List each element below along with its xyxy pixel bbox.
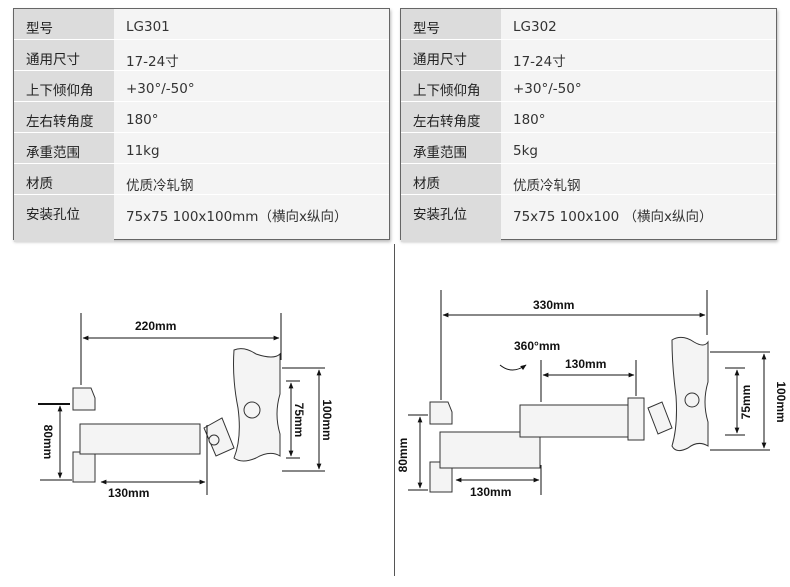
table-row: 承重范围 11kg [14,133,389,164]
arm-drawing [429,336,709,493]
row-label: 安装孔位 [401,195,501,242]
table-row: 安装孔位 75x75 100x100 （横向x纵向） [401,195,776,242]
wall-height-label: 80mm [41,425,55,460]
row-label: 型号 [401,9,501,39]
arm-length-upper-label: 130mm [565,357,606,371]
divider [394,244,395,576]
row-value: 5kg [513,143,538,159]
row-label: 通用尺寸 [401,40,501,70]
row-value: 17-24寸 [126,54,179,70]
row-label: 型号 [14,9,114,39]
vesa-small-label: 75mm [292,403,306,438]
vesa-small-label: 75mm [739,385,753,420]
lg301-dimension-diagram: 220mm 130mm 80mm 75mm 100mm [38,313,334,500]
rotation-label: 360°mm [514,339,560,353]
vesa-large-label: 100mm [774,381,788,422]
table-row: 安装孔位 75x75 100x100mm（横向x纵向） [14,195,389,242]
lg302-dimension-diagram: 330mm 360°mm 130mm 130mm 80mm 75mm 100mm [396,290,788,499]
row-label: 安装孔位 [14,195,114,242]
wall-height-label: 80mm [396,438,410,473]
arm-length-label: 130mm [108,486,149,500]
table-row: 左右转角度 180° [14,102,389,133]
row-label: 上下倾仰角 [401,71,501,101]
table-row: 通用尺寸 17-24寸 [401,40,776,71]
row-label: 上下倾仰角 [14,71,114,101]
row-value: LG302 [513,19,557,35]
row-label: 左右转角度 [401,102,501,132]
table-row: 型号 LG301 [14,9,389,40]
row-value: +30°/-50° [513,81,582,97]
row-label: 左右转角度 [14,102,114,132]
table-row: 通用尺寸 17-24寸 [14,40,389,71]
row-label: 材质 [401,164,501,194]
row-label: 承重范围 [401,133,501,163]
table-row: 上下倾仰角 +30°/-50° [14,71,389,102]
row-value: 75x75 100x100 （横向x纵向） [513,209,713,225]
row-value: 180° [126,112,159,128]
row-value: LG301 [126,19,170,35]
arm-length-lower-label: 130mm [470,485,511,499]
table-row: 承重范围 5kg [401,133,776,164]
table-row: 材质优质冷轧钢 [14,164,389,195]
row-label: 承重范围 [14,133,114,163]
row-value: +30°/-50° [126,81,195,97]
row-value: 优质冷轧钢 [126,178,194,194]
row-label: 材质 [14,164,114,194]
row-value: 优质冷轧钢 [513,178,581,194]
spec-table-lg302: 型号 LG302 通用尺寸 17-24寸 上下倾仰角 +30°/-50° 左右转角度 1… [400,8,777,242]
table-row: 左右转角度 180° [401,102,776,133]
table-row: 型号 LG302 [401,9,776,40]
arm-drawing [72,348,281,483]
table-row: 上下倾仰角 +30°/-50° [401,71,776,102]
vesa-large-label: 100mm [320,399,334,440]
row-value: 75x75 100x100mm（横向x纵向） [126,209,348,225]
row-value: 180° [513,112,546,128]
total-width-label: 330mm [533,298,574,312]
table-row: 材质优质冷轧钢 [401,164,776,195]
row-value: 17-24寸 [513,54,566,70]
spec-table-lg301: 型号 LG301 通用尺寸 17-24寸 上下倾仰角 +30°/-50° 左右转角度 1… [13,8,390,242]
row-label: 通用尺寸 [14,40,114,70]
row-value: 11kg [126,143,160,159]
total-width-label: 220mm [135,319,176,333]
